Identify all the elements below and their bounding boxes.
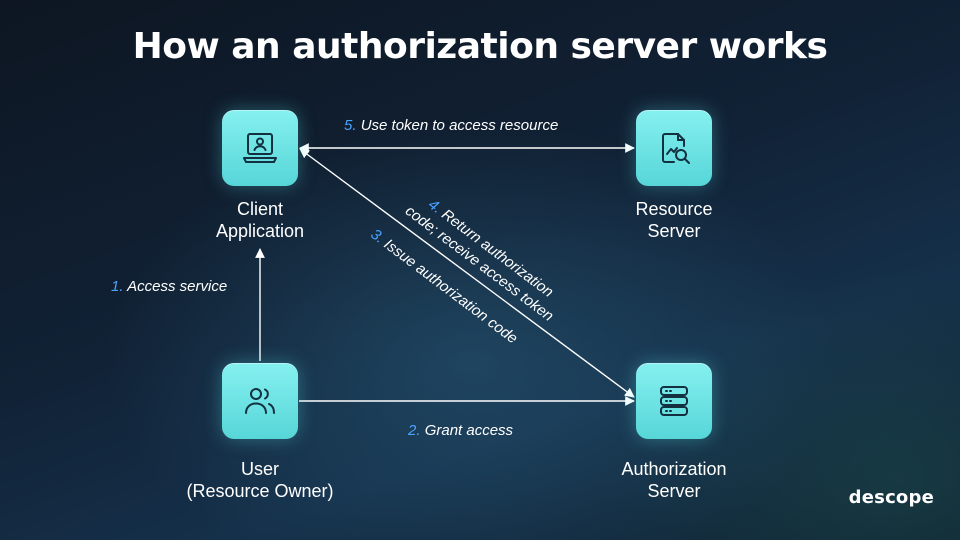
resource-server-label: Resource Server (635, 199, 713, 241)
step-2-label: 2. Grant access (408, 422, 514, 439)
step-5-label: 5. Use token to access resource (344, 117, 559, 134)
user-label: User (Resource Owner) (186, 459, 334, 501)
authorization-server-node (636, 363, 712, 439)
authorization-server-label: Authorization Server (621, 459, 727, 501)
document-search-icon (662, 133, 690, 164)
step-1-label: 1. Access service (111, 278, 228, 295)
descope-logo: descope (848, 487, 934, 508)
client-application-node (222, 110, 298, 186)
user-node (222, 363, 298, 439)
client-application-label: Client Application (215, 199, 305, 241)
diagram-title: How an authorization server works (132, 26, 828, 67)
resource-server-node (636, 110, 712, 186)
arrow-client-auth (299, 148, 635, 398)
laptop-user-icon (243, 133, 277, 163)
server-stack-icon (660, 386, 688, 416)
users-icon (245, 388, 275, 414)
